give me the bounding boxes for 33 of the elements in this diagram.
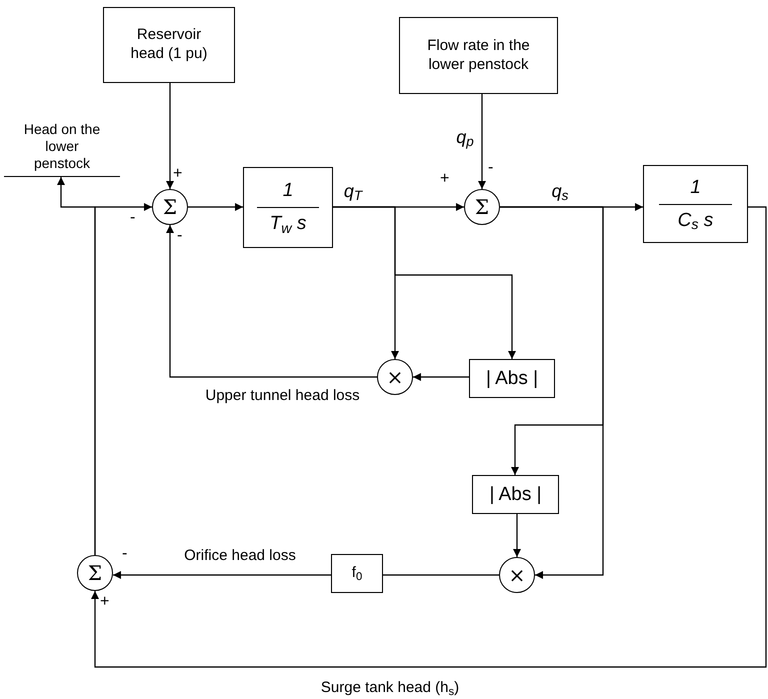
sign-label: - bbox=[122, 546, 128, 562]
signal-arrow bbox=[166, 225, 377, 378]
sign-label: - bbox=[488, 160, 494, 176]
signal-arrow bbox=[333, 206, 516, 359]
transfer-function-block: 1 T$_{w}$ s bbox=[243, 167, 333, 248]
input-box: Flow rate in the lower penstock bbox=[399, 17, 558, 94]
summing-junction: Σ bbox=[464, 189, 500, 225]
sign-label: + bbox=[173, 166, 182, 182]
signal-arrow bbox=[513, 514, 521, 557]
sign-label: + bbox=[100, 594, 110, 610]
signal-arrow bbox=[413, 373, 469, 381]
sign-label: + bbox=[440, 171, 450, 187]
gain-block: f$_{0}$ bbox=[331, 554, 383, 593]
signal-arrow bbox=[113, 571, 331, 579]
abs-block: | Abs | bbox=[469, 359, 555, 398]
sign-label: - bbox=[130, 210, 136, 226]
signal-arrow bbox=[57, 177, 96, 555]
signal-arrow bbox=[500, 206, 604, 579]
multiplier-junction: × bbox=[499, 557, 535, 593]
signal-arrow bbox=[188, 203, 243, 211]
signal-arrow bbox=[91, 206, 767, 668]
summing-junction: Σ bbox=[77, 555, 113, 591]
edge-label: Surge tank head (h$_{s}$) bbox=[320, 679, 460, 696]
abs-block: | Abs | bbox=[472, 475, 559, 514]
summing-junction: Σ bbox=[152, 189, 188, 225]
output-label: Head on the lower penstock bbox=[4, 122, 120, 177]
transfer-function-block: 1 C$_{s}$ s bbox=[643, 165, 748, 243]
sign-label: - bbox=[177, 228, 182, 244]
input-box: Reservoir head (1 pu) bbox=[103, 7, 235, 83]
edge-label: Upper tunnel head loss bbox=[205, 387, 360, 404]
multiplier-junction: × bbox=[377, 359, 413, 395]
signal-arrow bbox=[478, 94, 486, 189]
signal-arrow bbox=[166, 83, 174, 189]
